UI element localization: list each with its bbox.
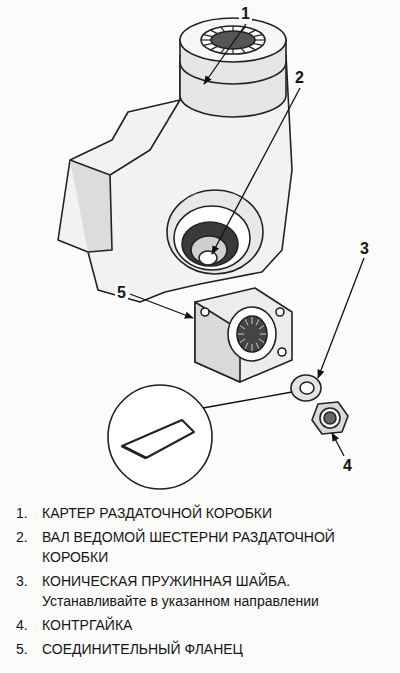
item-text: ВАЛ ВЕДОМОЙ ШЕСТЕРНИ РАЗДАТОЧНОЙ КОРОБКИ xyxy=(42,527,392,567)
item-text: КАРТЕР РАЗДАТОЧНОЙ КОРОБКИ xyxy=(42,503,392,523)
companion-flange xyxy=(195,288,292,382)
callout-number: 5 xyxy=(115,284,128,302)
item-number: 4. xyxy=(16,615,28,635)
washer-section xyxy=(122,420,194,458)
item-number: 1. xyxy=(16,503,28,523)
item-number: 5. xyxy=(16,639,28,659)
callout-number: 1 xyxy=(239,5,252,23)
leader-line xyxy=(130,294,193,318)
item-text: КОНТРГАЙКА xyxy=(42,615,392,635)
item-text: СОЕДИНИТЕЛЬНЫЙ ФЛАНЕЦ xyxy=(42,639,392,659)
transfer-case-illustration xyxy=(0,0,400,500)
list-item: 4. КОНТРГАЙКА xyxy=(0,615,400,635)
list-item: 3. КОНИЧЕСКАЯ ПРУЖИННАЯ ШАЙБА.Устанавлива… xyxy=(0,571,400,611)
list-item: 1. КАРТЕР РАЗДАТОЧНОЙ КОРОБКИ xyxy=(0,503,400,523)
item-text: Устанавливайте в указанном направлении xyxy=(42,591,392,611)
parts-list: 1. КАРТЕР РАЗДАТОЧНОЙ КОРОБКИ 2. ВАЛ ВЕДОМО… xyxy=(0,503,400,663)
callout-number: 4 xyxy=(341,457,354,475)
item-number: 2. xyxy=(16,527,28,547)
item-text: КОНИЧЕСКАЯ ПРУЖИННАЯ ШАЙБА. xyxy=(42,571,392,591)
list-item: 5. СОЕДИНИТЕЛЬНЫЙ ФЛАНЕЦ xyxy=(0,639,400,659)
leader-line xyxy=(318,258,364,378)
leader-line xyxy=(204,24,246,84)
lock-nut xyxy=(312,402,348,434)
output-shaft xyxy=(199,251,217,265)
cone-washer xyxy=(291,375,321,401)
leader-line xyxy=(212,88,300,254)
list-item: 2. ВАЛ ВЕДОМОЙ ШЕСТЕРНИ РАЗДАТОЧНОЙ КОРОБ… xyxy=(0,527,400,567)
leader-line xyxy=(332,433,344,456)
callout-number: 2 xyxy=(293,69,306,87)
item-number: 3. xyxy=(16,571,28,591)
callout-number: 3 xyxy=(358,240,371,258)
detail-inset xyxy=(108,385,212,489)
